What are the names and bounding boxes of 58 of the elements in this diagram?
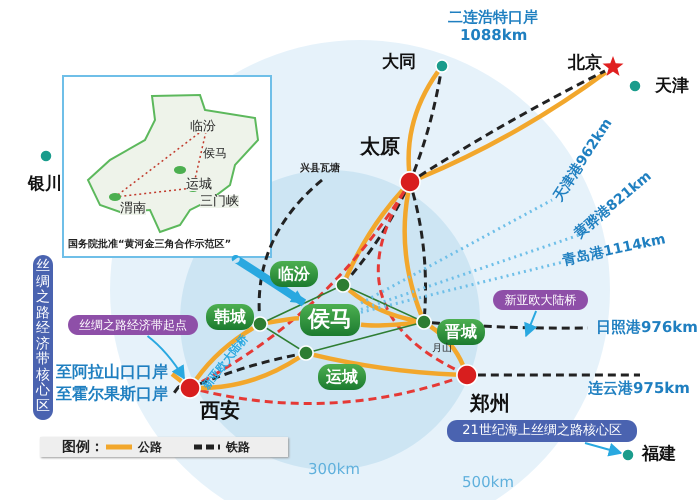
city-badge: 侯马: [300, 304, 360, 336]
city-name: 福建: [642, 446, 676, 463]
route-line: [266, 288, 336, 322]
route-label: 连云港975km: [588, 381, 690, 396]
arrow: [524, 310, 538, 338]
map-label: 临汾: [190, 120, 216, 133]
distance-label: 500km: [462, 475, 514, 490]
route-label: 至阿拉山口口岸: [56, 364, 168, 380]
highway-line: [313, 352, 456, 377]
city-name: 太原: [360, 136, 400, 156]
map-label: 三门峡: [200, 195, 239, 208]
city-badge: 运城: [318, 364, 366, 390]
map-label: 渭南: [120, 202, 146, 215]
highway-line: [360, 320, 416, 328]
route-label: 日照港976km: [596, 320, 698, 335]
route-label: 兴县瓦塘: [300, 164, 340, 174]
route-line: [360, 198, 553, 305]
highway-line: [402, 192, 424, 316]
vertical-banner: 丝绸之路经济带核心区: [33, 255, 53, 420]
route-line: [266, 328, 300, 350]
city-name: 西安: [200, 400, 240, 420]
place-label: 月山: [432, 344, 452, 354]
city-name: 郑州: [470, 393, 510, 413]
highway-line: [268, 316, 300, 325]
port-label: 1088km: [460, 28, 528, 43]
callout-pill: 21世纪海上丝绸之路核心区: [447, 420, 637, 442]
city-name: 大同: [382, 54, 416, 71]
highway-line: [406, 70, 440, 172]
arrow: [146, 335, 186, 380]
map-label: 侯马: [203, 147, 227, 159]
highway-line: [194, 326, 254, 380]
highway-line: [200, 356, 300, 390]
route-line: [360, 232, 586, 311]
legend-title: 图例：: [62, 440, 104, 454]
city-name: 银川: [28, 176, 62, 193]
city-badge: 临汾: [270, 261, 318, 287]
map-caption: 国务院批准“黄河金三角合作示范区”: [68, 240, 232, 250]
route-line: [360, 260, 564, 314]
railway-line: [478, 374, 640, 376]
legend-label: 公路: [138, 441, 162, 453]
legend-label: 铁路: [226, 441, 250, 453]
route-line: [314, 323, 416, 352]
route-line: [198, 190, 406, 384]
route-label: 新亚欧大陆桥: [200, 332, 250, 392]
route-label: 至霍尔果斯口岸: [56, 386, 168, 402]
callout-pill: 丝绸之路经济带起点: [68, 315, 198, 335]
distance-label: 300km: [308, 462, 360, 477]
city-badge: 韩城: [206, 304, 254, 330]
railway-line: [411, 192, 427, 314]
arrow: [584, 442, 623, 456]
highway-line: [170, 372, 183, 383]
map-label: 运城: [186, 178, 212, 191]
port-label: 二连浩特口岸: [448, 10, 538, 25]
city-name: 天津: [655, 78, 689, 95]
city-name: 北京: [568, 55, 602, 72]
arrow: [234, 255, 306, 306]
route-line: [377, 190, 458, 372]
callout-pill: 新亚欧大陆桥: [493, 290, 588, 310]
